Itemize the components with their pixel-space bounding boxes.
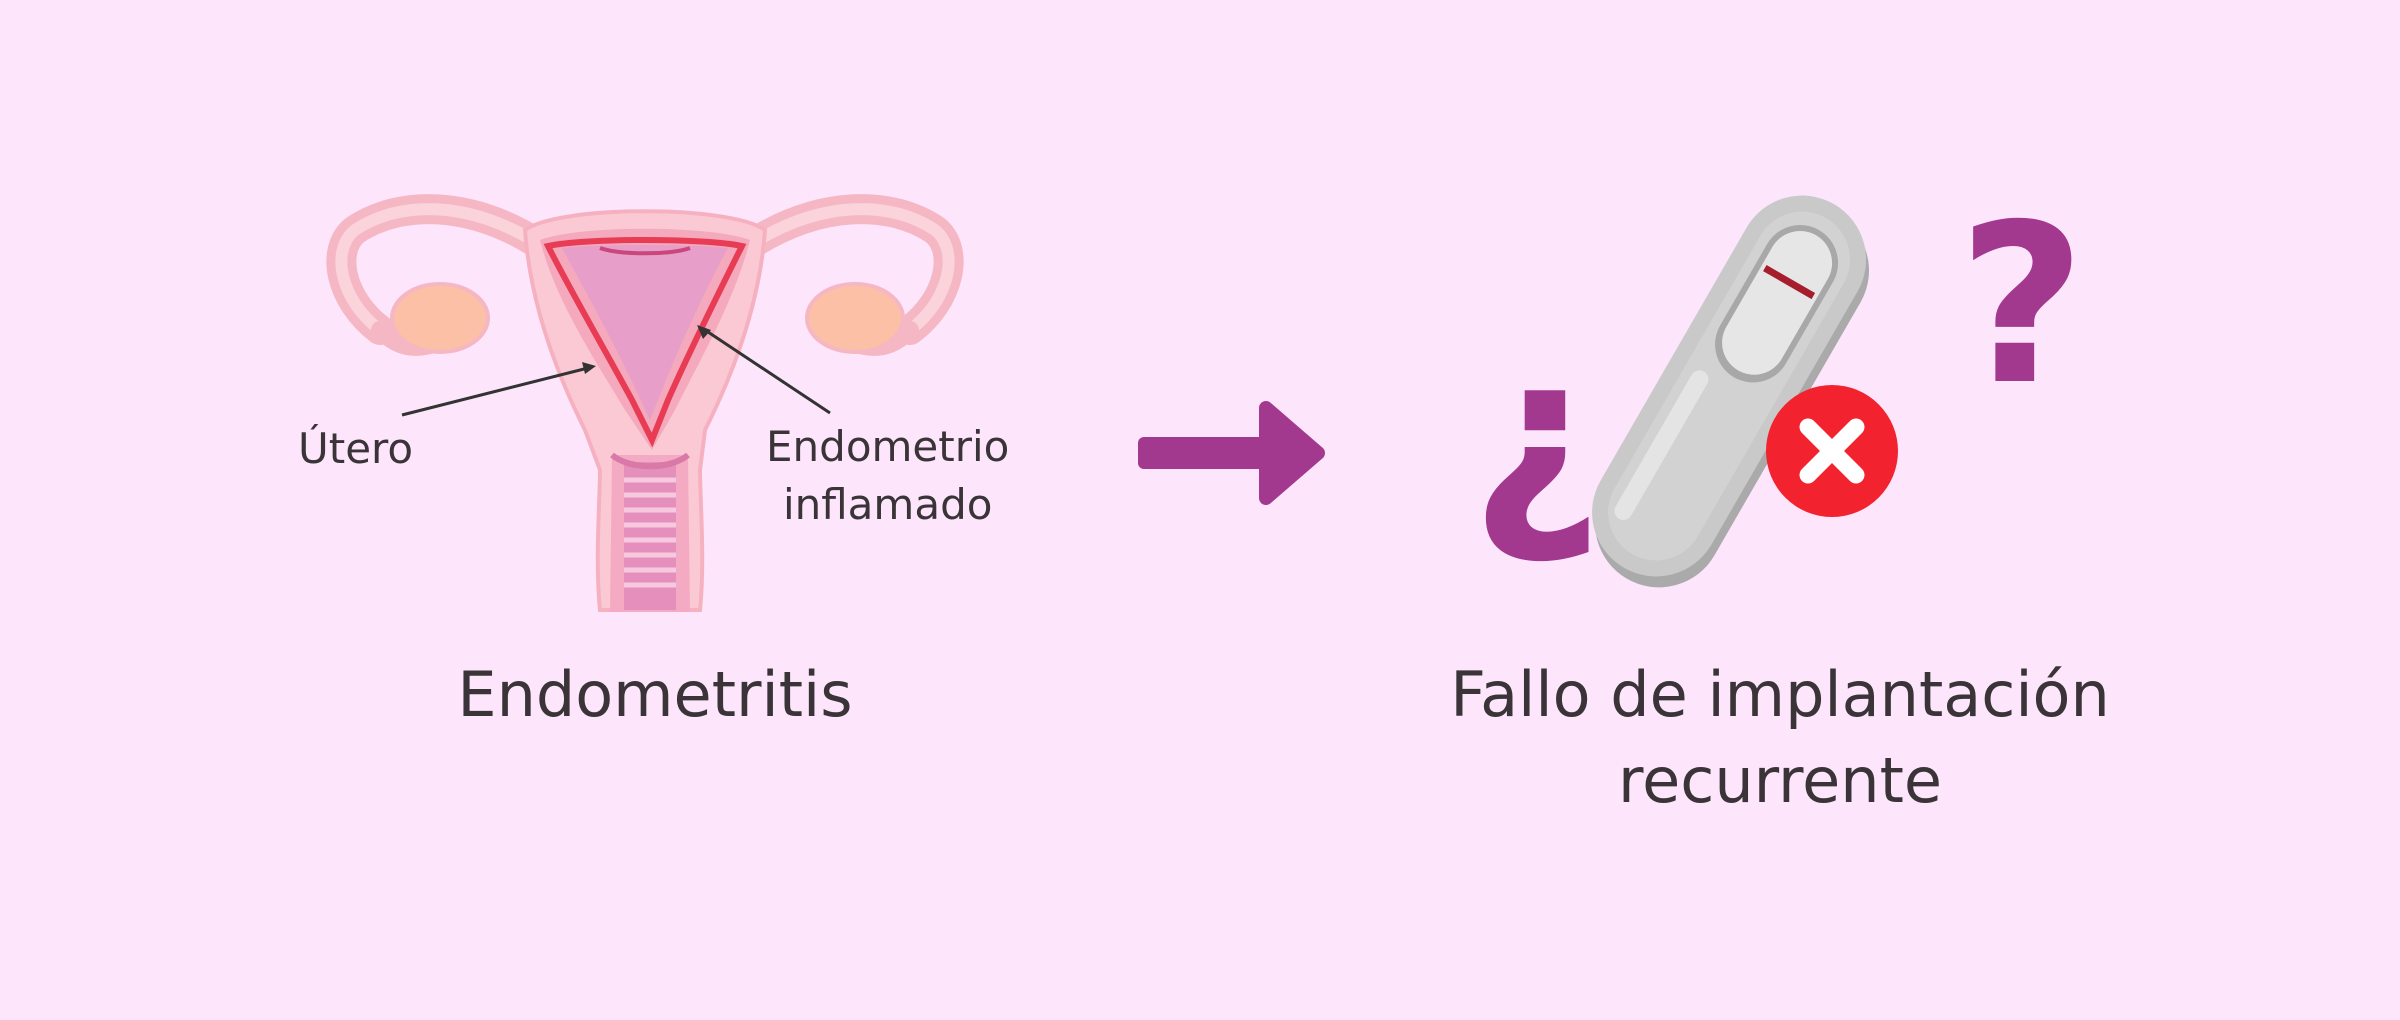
close-question-mark: ? xyxy=(1958,177,2086,433)
endometrio-pointer xyxy=(697,325,831,415)
close-icon xyxy=(1766,385,1898,517)
test-result-line xyxy=(1763,265,1816,300)
arrow-right-icon xyxy=(1138,401,1325,505)
left-ovary xyxy=(392,284,488,352)
endometrio-label-line1: Endometrio xyxy=(766,422,1010,471)
endometrio-label-line2: inflamado xyxy=(782,480,993,529)
endometrio-label: Endometrio inflamado xyxy=(766,418,1009,534)
cause-title: Endometritis xyxy=(457,658,853,731)
effect-title-line1: Fallo de implantación xyxy=(1450,658,2110,731)
utero-pointer xyxy=(401,362,596,417)
right-ovary xyxy=(807,284,903,352)
uterus-icon xyxy=(326,194,964,612)
utero-label: Útero xyxy=(298,424,414,473)
inflamed-endometrium xyxy=(543,237,747,448)
pregnancy-test-icon xyxy=(1592,195,1869,588)
effect-title: Fallo de implantación recurrente xyxy=(1380,652,2180,824)
effect-title-line2: recurrente xyxy=(1617,744,1943,817)
open-question-mark: ¿ xyxy=(1470,304,1604,571)
